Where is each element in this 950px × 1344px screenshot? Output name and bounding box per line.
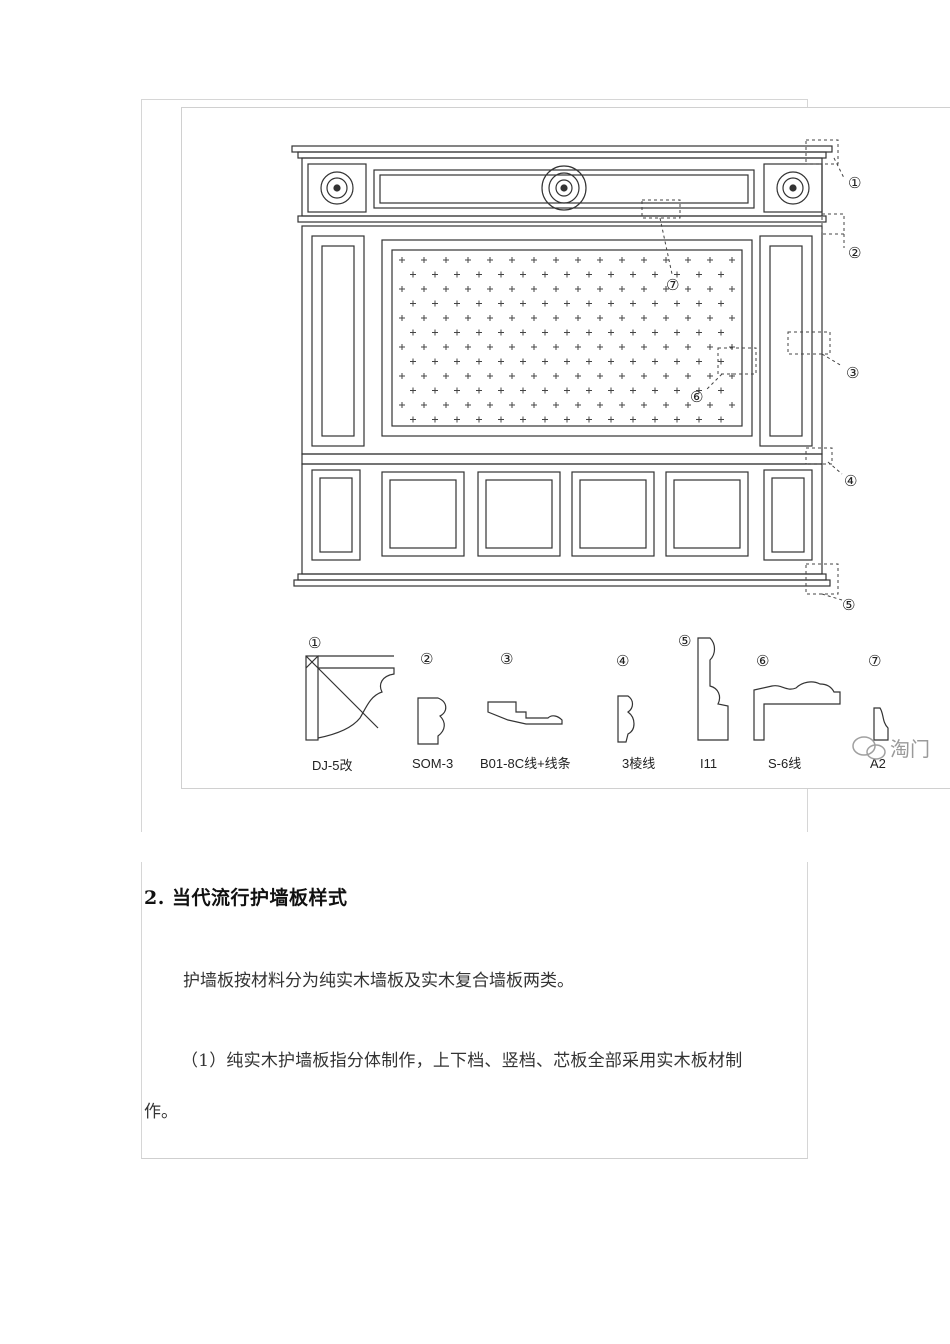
profile-label-s6: S-6线 [768, 756, 801, 771]
paragraph-1: 护墙板按材料分为纯实木墙板及实木复合墙板两类。 [183, 971, 574, 991]
profile-number-7: ⑦ [868, 652, 881, 670]
profile-label-som3: SOM-3 [412, 756, 453, 771]
callout-7: ⑦ [666, 276, 679, 294]
profile-number-2: ② [420, 650, 433, 668]
profile-label-3: 3棱线 [622, 756, 655, 771]
paragraph-2-line-1: （1）纯实木护墙板指分体制作，上下档、竖档、芯板全部采用实木板材制 [181, 1051, 743, 1071]
callout-3: ③ [846, 364, 859, 382]
callout-6: ⑥ [690, 388, 703, 406]
quilted-pattern [399, 257, 735, 423]
frame-gap-left [140, 832, 143, 862]
paragraph-2-line-2: 作。 [144, 1102, 178, 1122]
frame-gap-right [806, 832, 810, 862]
wechat-watermark-icon [852, 736, 886, 760]
profile-number-3: ③ [500, 650, 513, 668]
callout-4: ④ [844, 472, 857, 490]
profile-label-b01: B01-8C线+线条 [480, 756, 571, 771]
profile-label-a2: A2 [870, 756, 886, 771]
profile-number-1: ① [308, 634, 321, 652]
callout-5: ⑤ [842, 596, 855, 614]
profile-number-5: ⑤ [678, 632, 691, 650]
callout-1: ① [848, 174, 861, 192]
callout-2: ② [848, 244, 861, 262]
profile-number-6: ⑥ [756, 652, 769, 670]
profile-number-4: ④ [616, 652, 629, 670]
elevation-drawing: ① ② ③ ④ ⑤ ⑥ ⑦ ① ② ③ [291, 139, 930, 773]
profile-label-dj5: DJ-5改 [312, 758, 352, 773]
watermark-text: 淘门 [890, 737, 930, 761]
profile-label-i11: I11 [700, 756, 717, 771]
section-heading: 2. 当代流行护墙板样式 [144, 887, 348, 909]
wainscot-elevation-figure: ① ② ③ ④ ⑤ ⑥ ⑦ ① ② ③ [181, 107, 950, 789]
